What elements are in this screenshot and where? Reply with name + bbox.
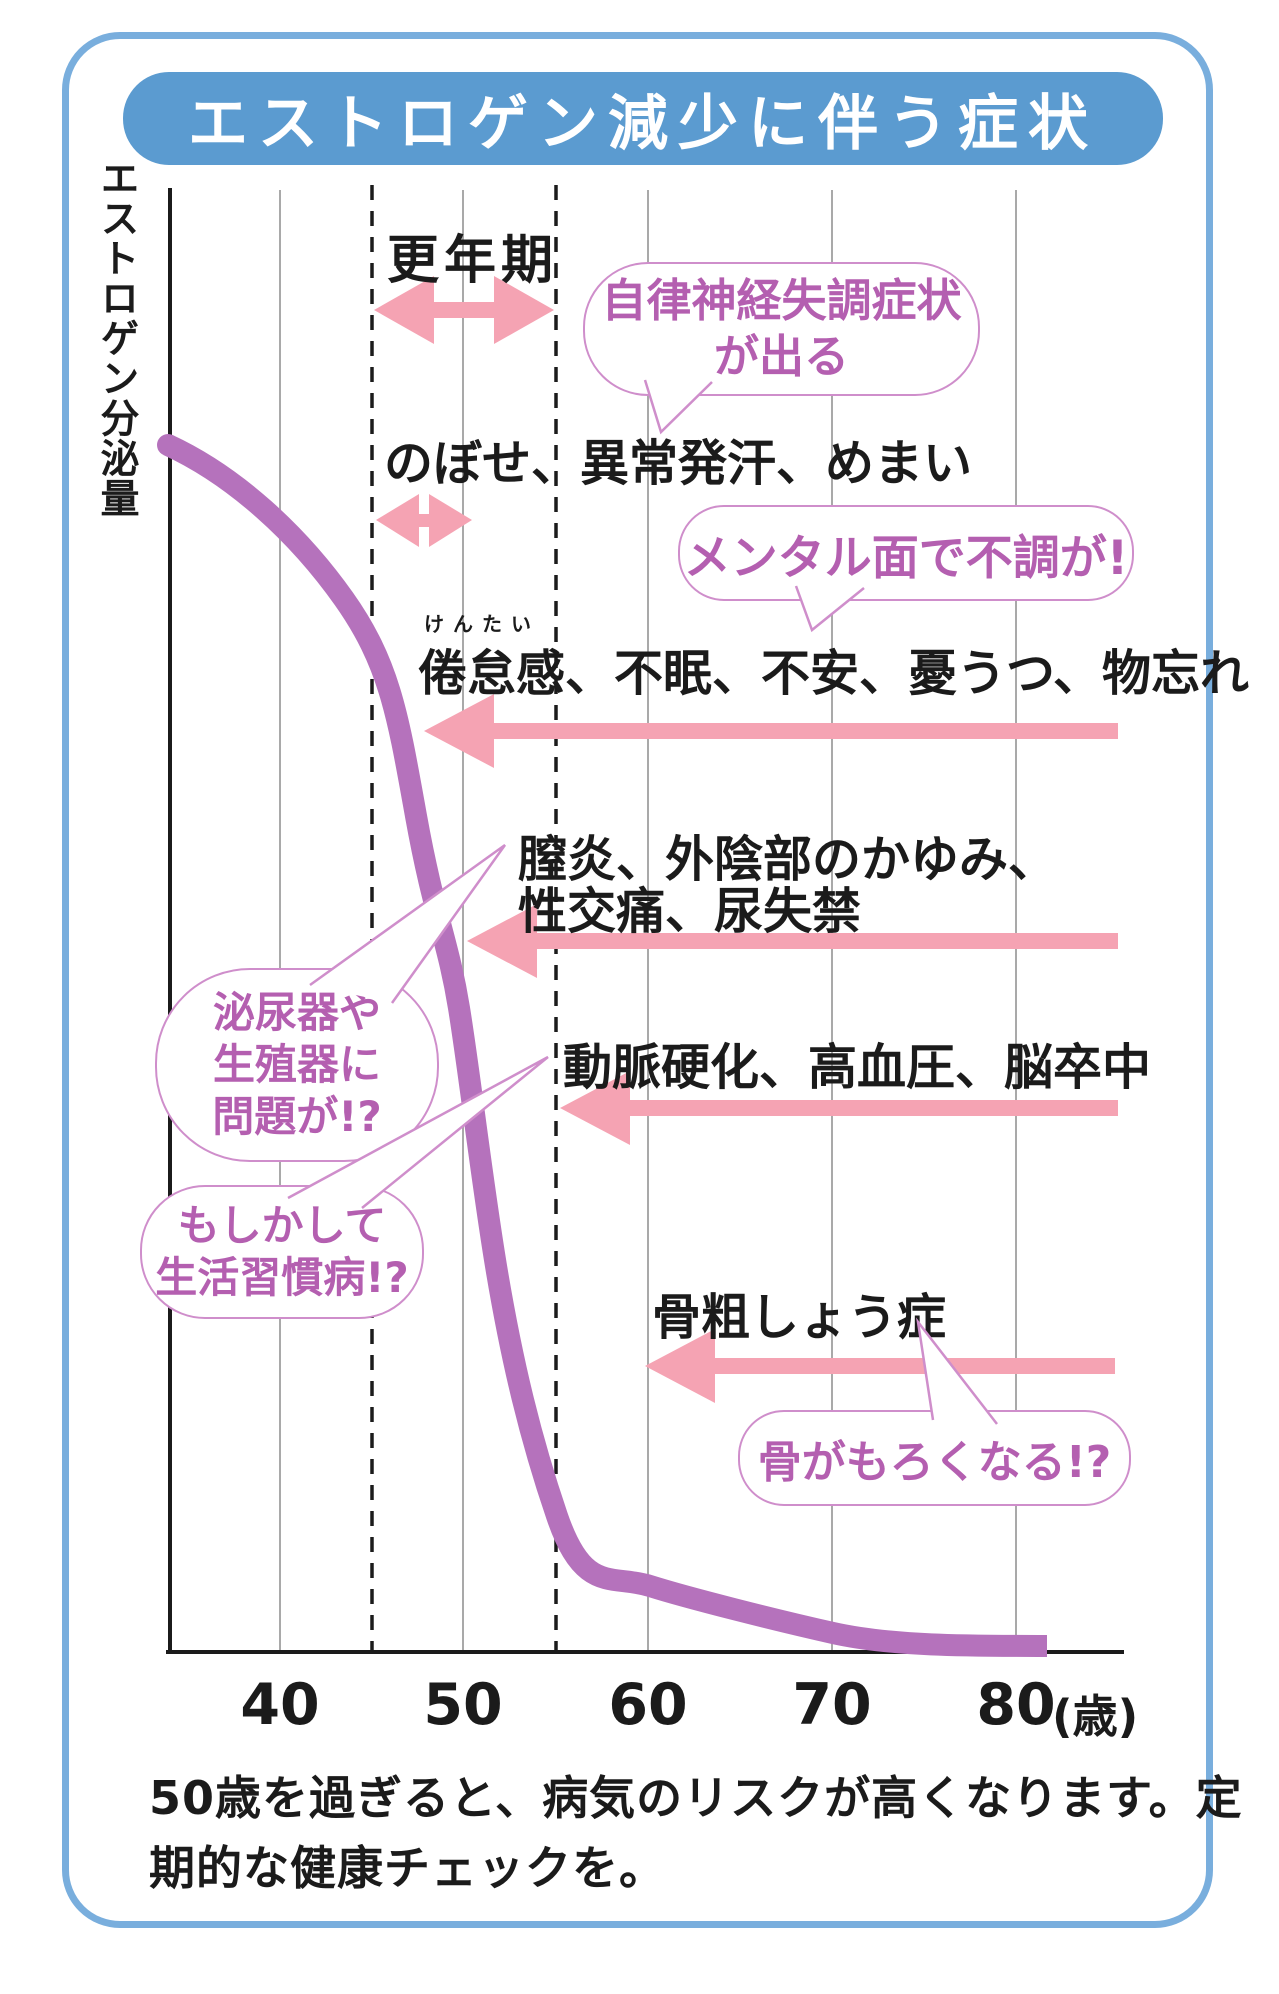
- estrogen-curve: [157, 434, 1048, 1657]
- bubble-autonomic-line1: 自律神経失調症状: [601, 274, 962, 327]
- bubble-lifestyle: もしかして 生活習慣病!?: [140, 1185, 424, 1319]
- bubble-urogenital-line1: 泌尿器や: [212, 988, 381, 1037]
- vascular-arrow: [560, 1071, 1118, 1145]
- bubble-lifestyle-line2: 生活習慣病!?: [155, 1253, 409, 1302]
- x-tick-80: 80: [976, 1672, 1056, 1738]
- bubble-lifestyle-line1: もしかして: [177, 1201, 387, 1250]
- menopause-label: 更年期: [387, 231, 559, 291]
- furigana-kentai: けんたい: [424, 612, 540, 636]
- symptom-vascular: 動脈硬化、高血圧、脳卒中: [563, 1039, 1152, 1096]
- mental-arrow: [424, 694, 1118, 768]
- caption-line1: 50歳を過ぎると、病気のリスクが高くなります。定: [149, 1771, 1243, 1825]
- bubble-urogenital: 泌尿器や 生殖器に 問題が!?: [155, 968, 439, 1162]
- bubble-bone: 骨がもろくなる!?: [738, 1410, 1131, 1506]
- symptom-autonomic: のぼせ、異常発汗、めまい: [384, 435, 973, 492]
- menopause-double-arrow: [374, 276, 554, 344]
- bubble-mental: メンタル面で不調が!: [678, 505, 1134, 601]
- page-title: エストロゲン減少に伴う症状: [188, 89, 1098, 159]
- bubble-bone-line1: 骨がもろくなる!?: [757, 1437, 1112, 1488]
- x-tick-50: 50: [423, 1672, 503, 1738]
- symptom-mental: 倦怠感、不眠、不安、憂うつ、物忘れ: [418, 645, 1250, 702]
- x-tick-60: 60: [608, 1672, 688, 1738]
- bubble-autonomic: 自律神経失調症状 が出る: [583, 262, 980, 396]
- symptom-urogenital-1: 膣炎、外陰部のかゆみ、: [518, 831, 1058, 888]
- symptom-bone: 骨粗しょう症: [652, 1289, 947, 1346]
- y-axis-label: エストロゲン分泌量: [94, 158, 139, 518]
- bone-arrow: [645, 1329, 1115, 1403]
- symptom-urogenital-2: 性交痛、尿失禁: [518, 883, 862, 940]
- x-tick-40: 40: [240, 1672, 320, 1738]
- bubble-urogenital-line2: 生殖器に: [212, 1040, 381, 1089]
- x-tick-70: 70: [792, 1672, 872, 1738]
- bubble-autonomic-line2: が出る: [713, 330, 849, 383]
- bubble-mental-line1: メンタル面で不調が!: [683, 530, 1129, 586]
- hot-flash-double-arrow: [376, 494, 472, 547]
- x-axis-unit: (歳): [1052, 1690, 1139, 1743]
- caption-line2: 期的な健康チェックを。: [149, 1841, 666, 1895]
- bubble-urogenital-line3: 問題が!?: [212, 1092, 382, 1141]
- title-banner: エストロゲン減少に伴う症状: [123, 72, 1163, 165]
